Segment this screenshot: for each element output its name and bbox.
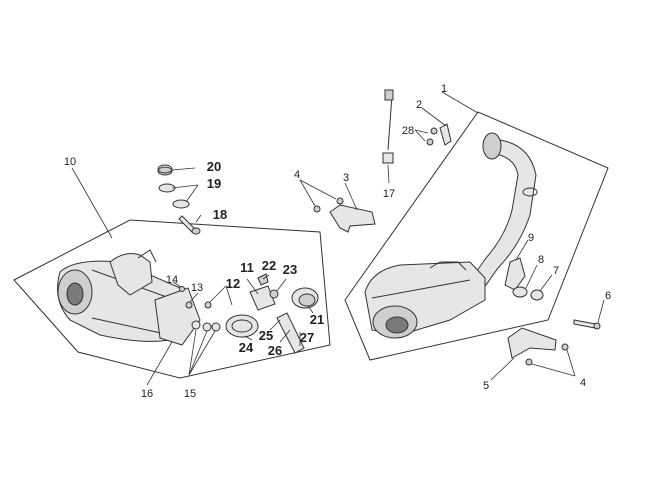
callout-11: 11 bbox=[240, 260, 254, 275]
callout-1: 1 bbox=[441, 83, 447, 95]
part-9-bracket bbox=[504, 257, 526, 291]
part-11-clamp-bolt bbox=[249, 285, 276, 311]
part-4-bolt-lower-a bbox=[561, 343, 569, 351]
part-17-oxygen-sensor bbox=[382, 89, 394, 164]
exhaust-muffler-right bbox=[364, 261, 486, 339]
part-23-nut bbox=[269, 289, 279, 299]
callout-3: 3 bbox=[343, 172, 349, 184]
callout-4-lower: 4 bbox=[580, 377, 586, 389]
exhaust-pipe bbox=[473, 132, 538, 286]
part-6-bolt bbox=[573, 319, 601, 330]
exhaust-pipe-group-outline bbox=[344, 111, 609, 361]
part-22-bracket bbox=[257, 273, 269, 286]
part-3-bracket bbox=[329, 204, 376, 233]
silencer-heat-shield bbox=[109, 249, 157, 296]
callout-27: 27 bbox=[300, 330, 314, 345]
part-4-bolt-upper-b bbox=[336, 197, 344, 205]
part-5-bracket bbox=[507, 327, 557, 359]
part-14-bolt bbox=[179, 286, 185, 292]
part-25-strap bbox=[276, 312, 305, 354]
callout-9: 9 bbox=[528, 232, 534, 244]
callout-26: 26 bbox=[268, 343, 282, 358]
callout-13: 13 bbox=[191, 282, 203, 294]
callout-22: 22 bbox=[262, 258, 276, 273]
callout-24: 24 bbox=[239, 340, 254, 355]
callout-28: 28 bbox=[402, 125, 414, 137]
part-28-nut-b bbox=[426, 138, 434, 146]
part-4-bolt-upper-a bbox=[313, 205, 321, 213]
part-7-damper bbox=[530, 289, 544, 301]
part-15-washers bbox=[191, 320, 221, 332]
leader-lines bbox=[71, 91, 605, 386]
callout-18: 18 bbox=[213, 207, 227, 222]
callout-25: 25 bbox=[259, 328, 273, 343]
callout-19: 19 bbox=[207, 176, 221, 191]
callout-15: 15 bbox=[184, 388, 196, 400]
part-21-end-cap bbox=[291, 287, 319, 309]
callout-7: 7 bbox=[553, 265, 559, 277]
part-18-bolt bbox=[178, 215, 201, 235]
part-2-gasket bbox=[439, 123, 452, 146]
callout-20: 20 bbox=[207, 159, 221, 174]
part-24-clamp bbox=[225, 314, 259, 338]
callout-21: 21 bbox=[310, 312, 324, 327]
part-12-screw bbox=[204, 301, 212, 309]
callout-12: 12 bbox=[226, 276, 240, 291]
silencer-group-outline bbox=[13, 219, 331, 379]
part-8-washer bbox=[512, 286, 528, 298]
part-13-nut bbox=[185, 301, 193, 309]
callout-17: 17 bbox=[383, 188, 395, 200]
callout-23: 23 bbox=[283, 262, 297, 277]
part-4-bolt-lower-b bbox=[525, 358, 533, 366]
part-20-nut bbox=[157, 164, 173, 176]
callout-10: 10 bbox=[64, 156, 76, 168]
callout-5: 5 bbox=[483, 380, 489, 392]
part-28-nut-a bbox=[430, 127, 438, 135]
callout-16: 16 bbox=[141, 388, 153, 400]
callout-2: 2 bbox=[416, 99, 422, 111]
callout-4-upper: 4 bbox=[294, 169, 300, 181]
callout-8: 8 bbox=[538, 254, 544, 266]
callout-6: 6 bbox=[605, 290, 611, 302]
part-19-washer-b bbox=[172, 199, 190, 209]
callout-14: 14 bbox=[166, 274, 178, 286]
